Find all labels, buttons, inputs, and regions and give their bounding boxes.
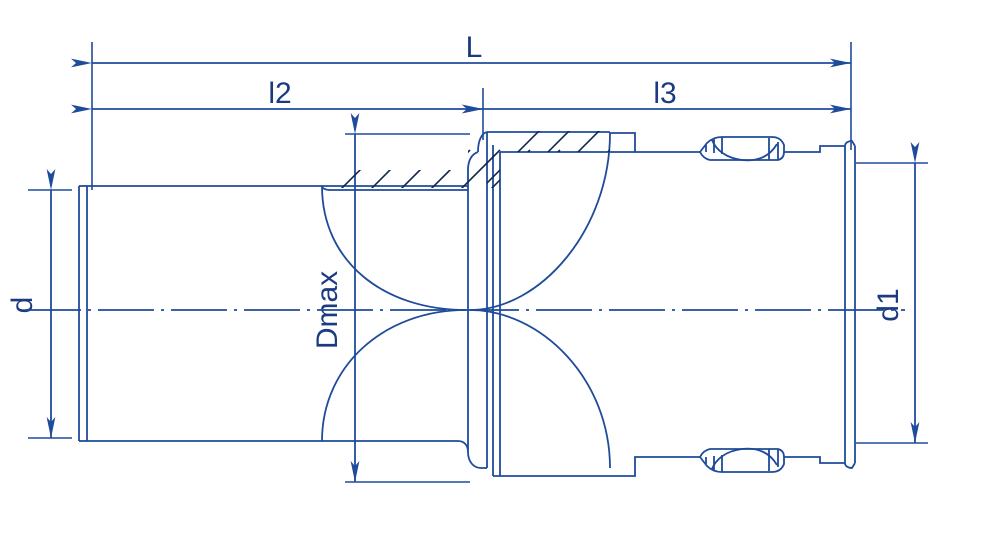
lower-neck-outline [322, 310, 610, 477]
bulge-arc-lower-left [321, 309, 467, 442]
latch-recess-top-outline [699, 136, 785, 153]
latch-recess-bottom-upper-right [769, 448, 785, 458]
dimension-label-d1: d1 [872, 288, 905, 321]
bulge-arc-upper-left [321, 185, 467, 311]
coupling-top-step-left [610, 132, 700, 153]
bulge-arc-lower-right [469, 309, 611, 469]
coupling-right-top-cap [844, 140, 856, 147]
coupling-bottom-step-right [784, 456, 845, 464]
neck-bottom-fillet-curve [467, 451, 487, 469]
left-pipe-barrel [78, 185, 322, 442]
neck-bottom-fillet-left [322, 440, 469, 453]
bottom-latch-recess [699, 447, 785, 473]
latch-recess-bottom-outline [699, 456, 785, 473]
dimension-label-l2: l2 [268, 77, 291, 110]
section-wall-lower-step [321, 185, 468, 191]
section-wall-upper-step [467, 131, 610, 310]
spherical-bulge-envelope [321, 132, 611, 469]
dimension-label-L: L [466, 31, 483, 64]
wall-step-transition-curve [467, 151, 479, 186]
dimension-l2: l2 [71, 77, 484, 140]
dimension-l3: l3 [462, 77, 851, 114]
wall-lower-step-fillet [321, 185, 331, 191]
dimension-L: L [71, 31, 852, 190]
latch-recess-bottom-upper-edge [699, 448, 769, 458]
wall-upper-step-fillet-outer [477, 131, 488, 153]
dimension-d1: d1 [856, 142, 928, 444]
bulge-arc-upper-right [469, 132, 611, 311]
top-latch-recess [699, 136, 785, 162]
latch-recess-top-lower-edge [699, 151, 769, 161]
dimension-d: d [6, 169, 72, 439]
latch-recess-top-lower-right [769, 151, 785, 161]
dimension-label-l3: l3 [653, 77, 676, 110]
coupling-bottom-step-left [610, 456, 700, 477]
coupling-right-bottom-cap [844, 462, 856, 469]
drawing-geometry: L l2 l3 d [6, 31, 928, 483]
coupling-top-step-right [784, 145, 845, 153]
right-coupling-body [610, 132, 856, 477]
